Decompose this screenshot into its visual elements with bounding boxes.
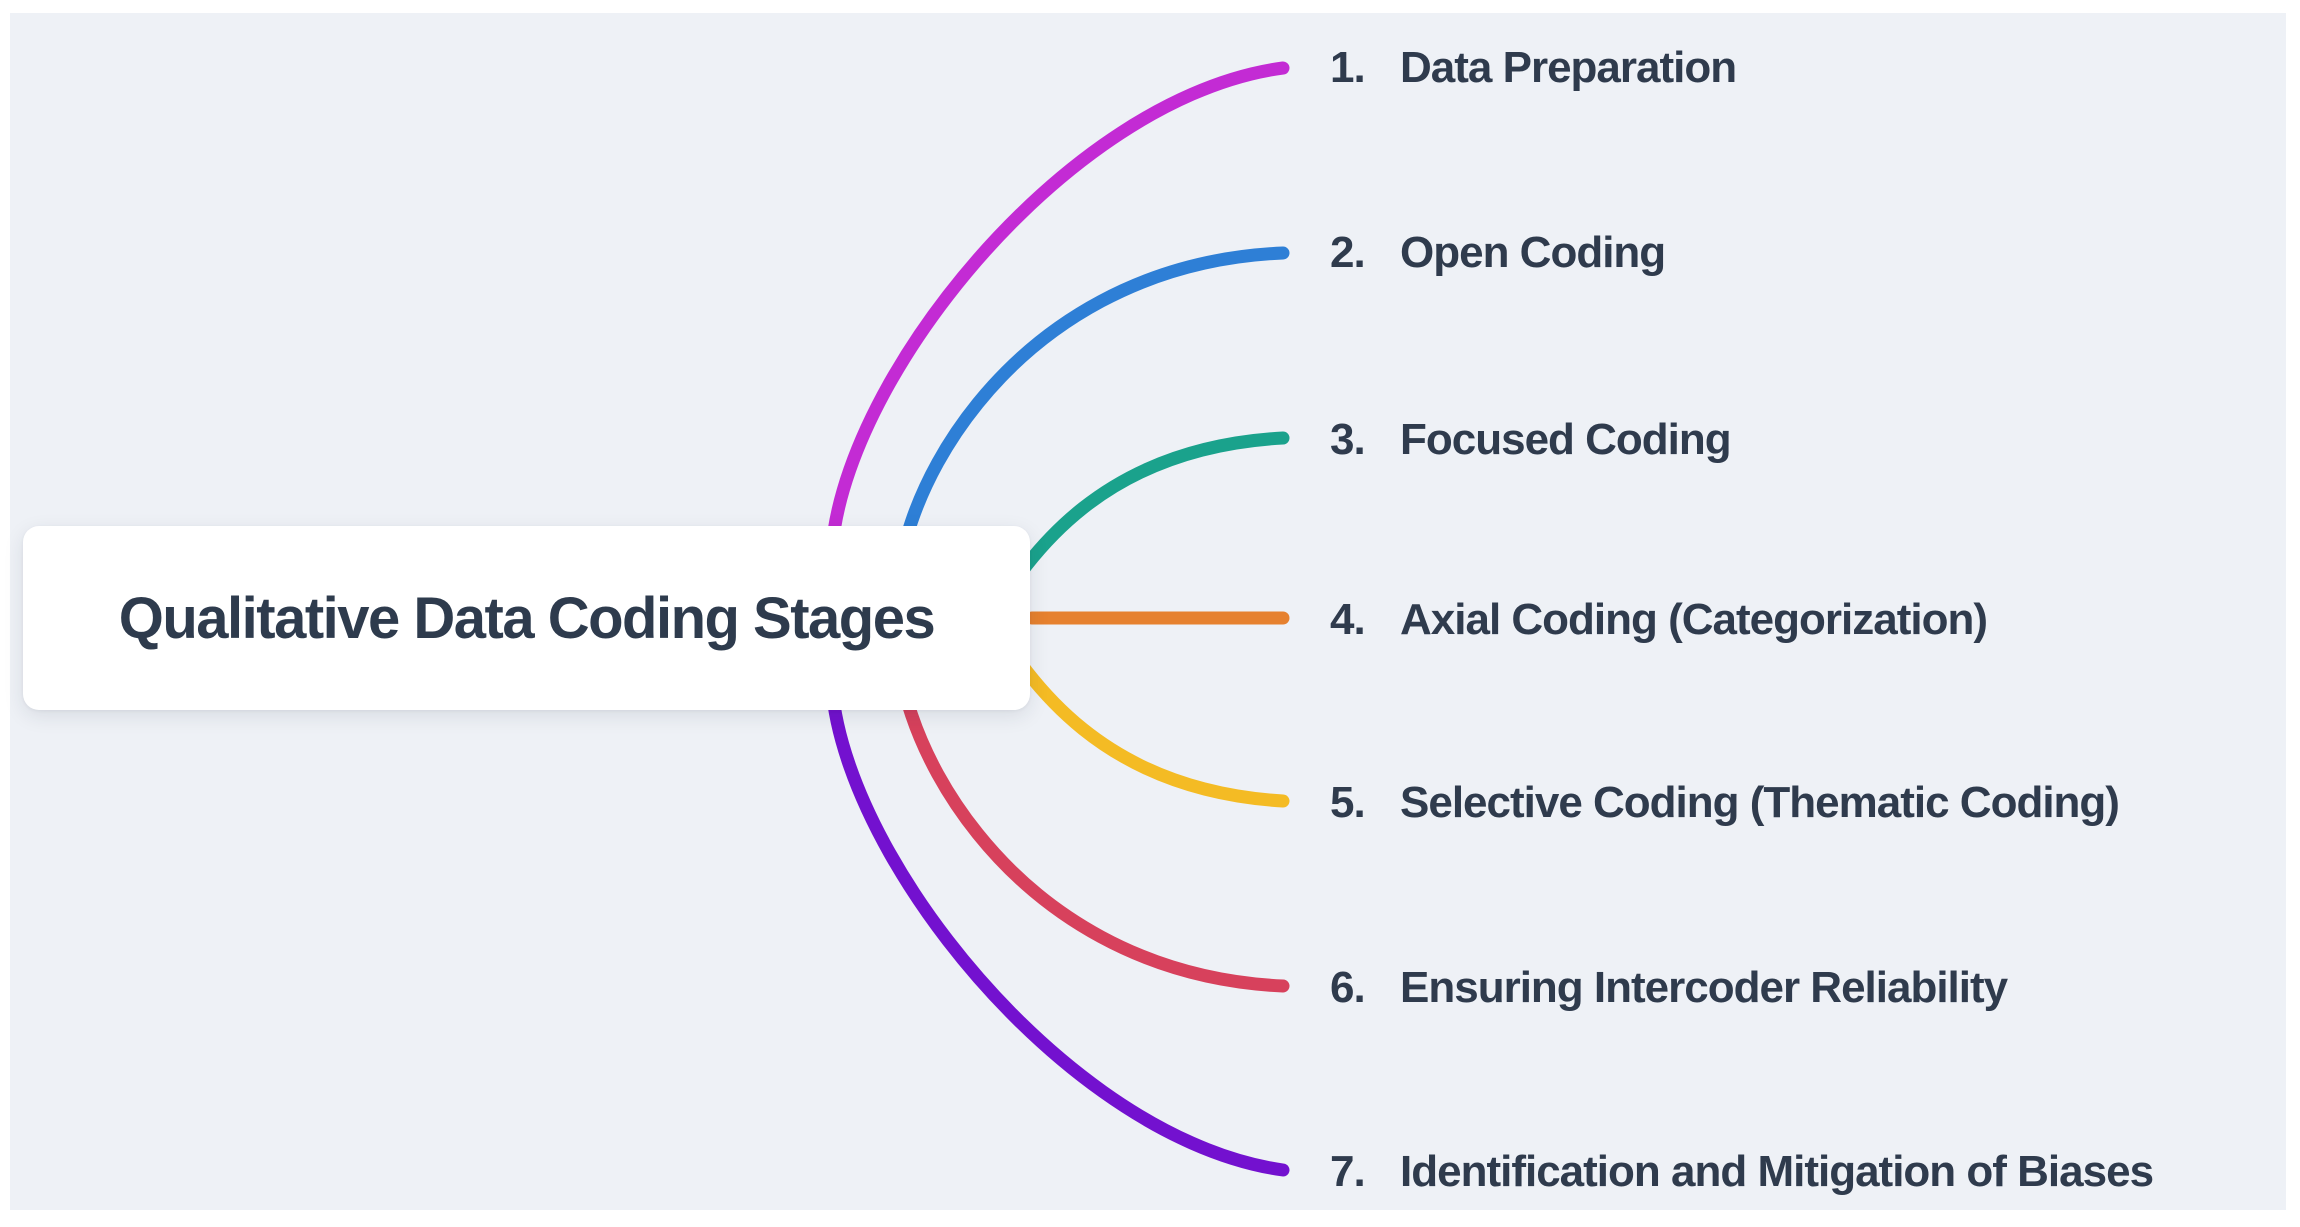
branch-node-5[interactable]: 5. Selective Coding (Thematic Coding) — [1330, 778, 2120, 828]
branch-text: Identification and Mitigation of Biases — [1400, 1147, 2154, 1196]
branch-text: Axial Coding (Categorization) — [1400, 595, 1988, 644]
branch-number: 5. — [1330, 778, 1366, 827]
branch-node-1[interactable]: 1. Data Preparation — [1330, 43, 1737, 93]
branch-text: Selective Coding (Thematic Coding) — [1400, 778, 2120, 827]
branch-node-3[interactable]: 3. Focused Coding — [1330, 415, 1732, 465]
branch-number: 6. — [1330, 963, 1366, 1012]
branch-text: Focused Coding — [1400, 415, 1732, 464]
branch-number: 2. — [1330, 228, 1366, 277]
branch-text: Data Preparation — [1400, 43, 1737, 92]
branch-node-4[interactable]: 4. Axial Coding (Categorization) — [1330, 595, 1988, 645]
branch-number: 4. — [1330, 595, 1366, 644]
root-node-label: Qualitative Data Coding Stages — [118, 585, 936, 651]
branch-curve-3 — [983, 431, 1290, 625]
branch-number: 7. — [1330, 1147, 1366, 1196]
branch-number: 3. — [1330, 415, 1366, 464]
branch-node-6[interactable]: 6. Ensuring Intercoder Reliability — [1330, 963, 2008, 1013]
branch-text: Ensuring Intercoder Reliability — [1400, 963, 2008, 1012]
branch-text: Open Coding — [1400, 228, 1666, 277]
branch-node-7[interactable]: 7. Identification and Mitigation of Bias… — [1330, 1147, 2154, 1197]
branch-curve-5 — [983, 611, 1290, 808]
root-node[interactable]: Qualitative Data Coding Stages — [23, 526, 1030, 710]
branch-number: 1. — [1330, 43, 1366, 92]
branch-node-2[interactable]: 2. Open Coding — [1330, 228, 1666, 278]
